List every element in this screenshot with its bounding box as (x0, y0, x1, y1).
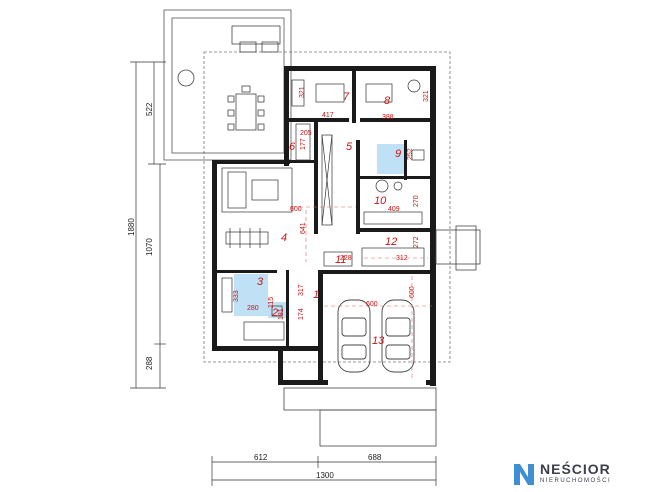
dimension-label: 252 (407, 148, 414, 160)
logo-mark-icon (514, 464, 534, 485)
dimension-label: 115 (268, 297, 275, 308)
room-number: 4 (281, 232, 287, 244)
room-number: 3 (257, 276, 264, 288)
logo-brand: NEŚCIOR (540, 461, 611, 477)
room-number: 6 (289, 141, 296, 153)
dimension-label: 321 (423, 90, 430, 102)
dimension-label: 641 (300, 222, 307, 234)
dimension-label: 280 (247, 305, 259, 312)
lounge-furniture (177, 25, 281, 87)
room-number: 10 (374, 195, 387, 207)
dimension-label: 600 (409, 286, 416, 298)
dimension-label: 228 (340, 255, 352, 262)
garage-cars (337, 299, 415, 373)
dimension-label: 417 (322, 112, 334, 119)
room-number: 1 (313, 289, 319, 301)
entrance-porch (283, 225, 481, 447)
dimension-label: 288 (145, 356, 154, 370)
dimension-label: 1300 (316, 471, 334, 480)
dimension-label: 409 (388, 206, 400, 213)
dimension-label: 333 (233, 290, 240, 302)
room-dimensions: 417 321 388 321 205 177 252 600 641 409 … (233, 86, 430, 320)
dimension-label: 600 (290, 206, 302, 213)
bottom-dimension-labels: 612 688 1300 (254, 453, 382, 480)
dimension-label: 181 (278, 308, 285, 320)
room-number: 13 (372, 335, 385, 347)
dimension-label: 321 (299, 86, 306, 98)
room-number: 12 (385, 236, 397, 248)
room-number: 2 (271, 307, 278, 319)
dimension-label: 688 (368, 453, 382, 462)
room-number: 8 (384, 95, 391, 107)
dimension-label: 174 (298, 308, 305, 320)
company-logo: NEŚCIOR NIERUCHOMOŚCI (512, 461, 648, 489)
dimension-label: 205 (300, 130, 312, 137)
terrace-dining (227, 85, 265, 131)
dimension-label: 312 (396, 255, 408, 262)
dimension-label: 1070 (145, 238, 154, 256)
dimension-label: 270 (413, 195, 420, 207)
upper-terrace (163, 9, 292, 161)
dimension-label: 600 (366, 301, 378, 308)
dimension-label: 612 (254, 453, 268, 462)
bottom-dimension-lines (211, 456, 437, 486)
dimension-label: 177 (300, 138, 307, 150)
dimension-label: 522 (145, 102, 154, 116)
bathroom-fill (377, 144, 404, 174)
dimension-label: 1880 (127, 218, 136, 236)
dimension-label: 388 (382, 114, 394, 121)
left-dimension-lines (130, 61, 166, 389)
detail-lines (221, 79, 425, 341)
room-number: 9 (395, 148, 401, 160)
axis-lines (292, 206, 432, 380)
dimension-label: 317 (298, 284, 305, 296)
room-numbers: 1 2 3 4 5 6 7 8 9 10 11 12 13 (257, 91, 401, 347)
terrace-outline (203, 51, 451, 363)
room-number: 11 (335, 254, 346, 266)
kitchen-fill (234, 274, 268, 316)
walls (212, 66, 436, 386)
room-number: 5 (346, 141, 353, 153)
left-dimension-labels: 522 1880 1070 288 (127, 102, 154, 370)
dimension-label: 272 (413, 236, 420, 248)
logo-subtitle: NIERUCHOMOŚCI (540, 478, 612, 484)
room-number: 7 (343, 91, 350, 103)
